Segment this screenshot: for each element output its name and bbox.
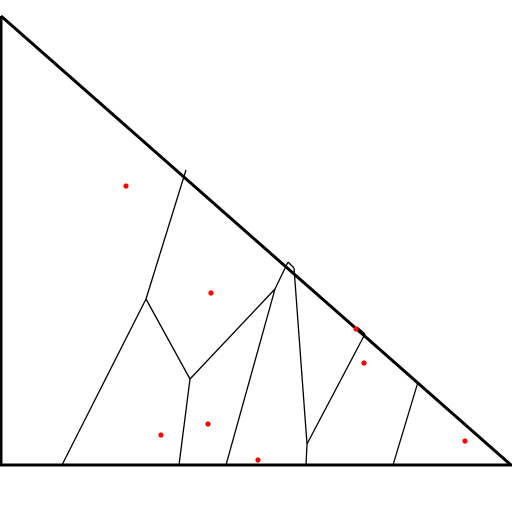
cell-edge-1: [145, 169, 187, 300]
site-point-4: [361, 360, 367, 366]
site-point-3: [353, 326, 359, 332]
cell-edges-group: [61, 169, 419, 466]
cell-edge-7: [178, 378, 191, 466]
triangle-boundary-group: [0, 14, 512, 467]
cell-edge-9: [293, 267, 308, 445]
site-point-8: [462, 438, 468, 444]
site-point-5: [205, 421, 211, 427]
site-point-7: [255, 457, 261, 463]
cell-edge-13: [392, 381, 419, 466]
triangle-boundary: [0, 14, 512, 467]
site-point-2: [208, 290, 214, 296]
cell-edge-11: [306, 333, 366, 445]
cell-edge-3: [145, 298, 191, 380]
sites-group: [123, 183, 468, 463]
site-point-1: [123, 183, 129, 189]
cell-edge-8: [225, 288, 276, 466]
cell-edge-6: [287, 261, 295, 269]
cell-edge-4: [189, 288, 276, 380]
cell-edge-2: [61, 298, 147, 466]
cell-edge-10: [305, 443, 308, 466]
site-point-6: [158, 432, 164, 438]
